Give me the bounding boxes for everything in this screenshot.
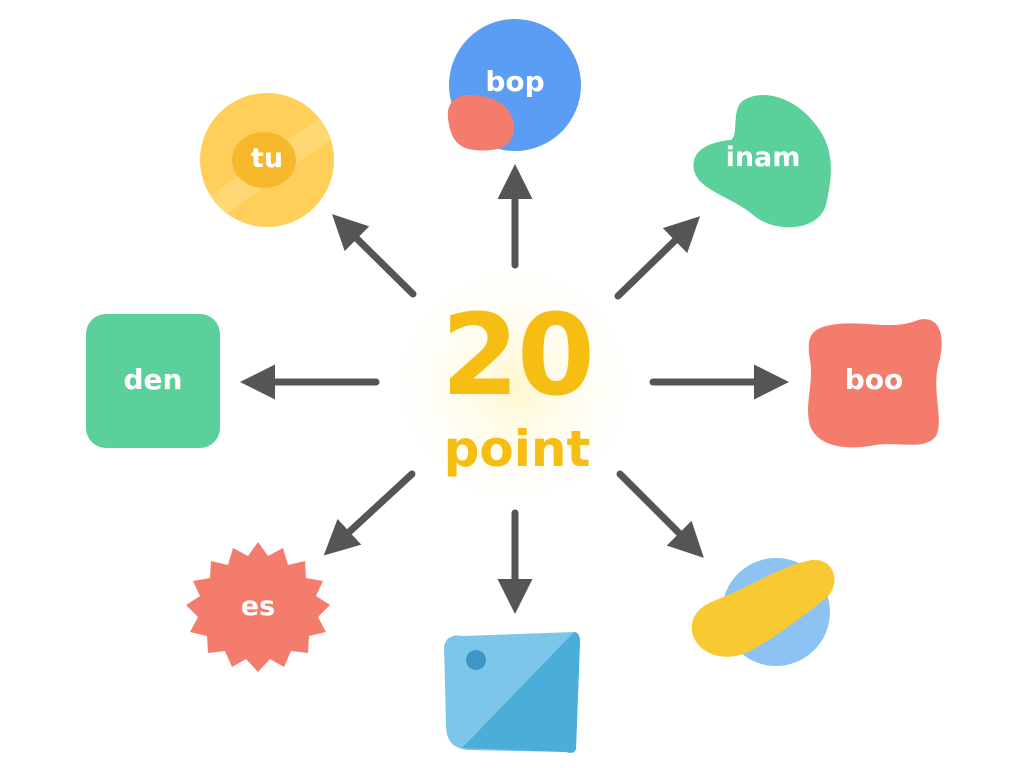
node-es-label: es	[240, 591, 276, 622]
node-orb-shape	[691, 558, 835, 666]
node-square-shape	[444, 632, 580, 753]
arrow-down-left	[323, 470, 416, 556]
node-es-shape	[186, 542, 330, 672]
node-inam-label: inam	[725, 142, 801, 173]
node-inam-shape	[693, 94, 831, 228]
center-value: 20	[441, 291, 595, 421]
arrow-up-right	[614, 216, 701, 300]
node-boo-shape	[808, 319, 942, 448]
center-unit: point	[443, 420, 591, 478]
node-bop-label: bop	[485, 65, 545, 98]
node-tu-shape	[200, 93, 334, 227]
center-glow	[375, 245, 655, 525]
node-boo-label: boo	[844, 363, 904, 396]
node-bop-shape	[447, 19, 581, 151]
node-tu-label: tu	[250, 143, 284, 174]
arrows	[240, 164, 789, 614]
arrow-down-right	[616, 470, 704, 558]
node-den-shape	[86, 314, 220, 448]
arrow-up-left	[332, 214, 417, 298]
node-den-label: den	[123, 363, 183, 396]
